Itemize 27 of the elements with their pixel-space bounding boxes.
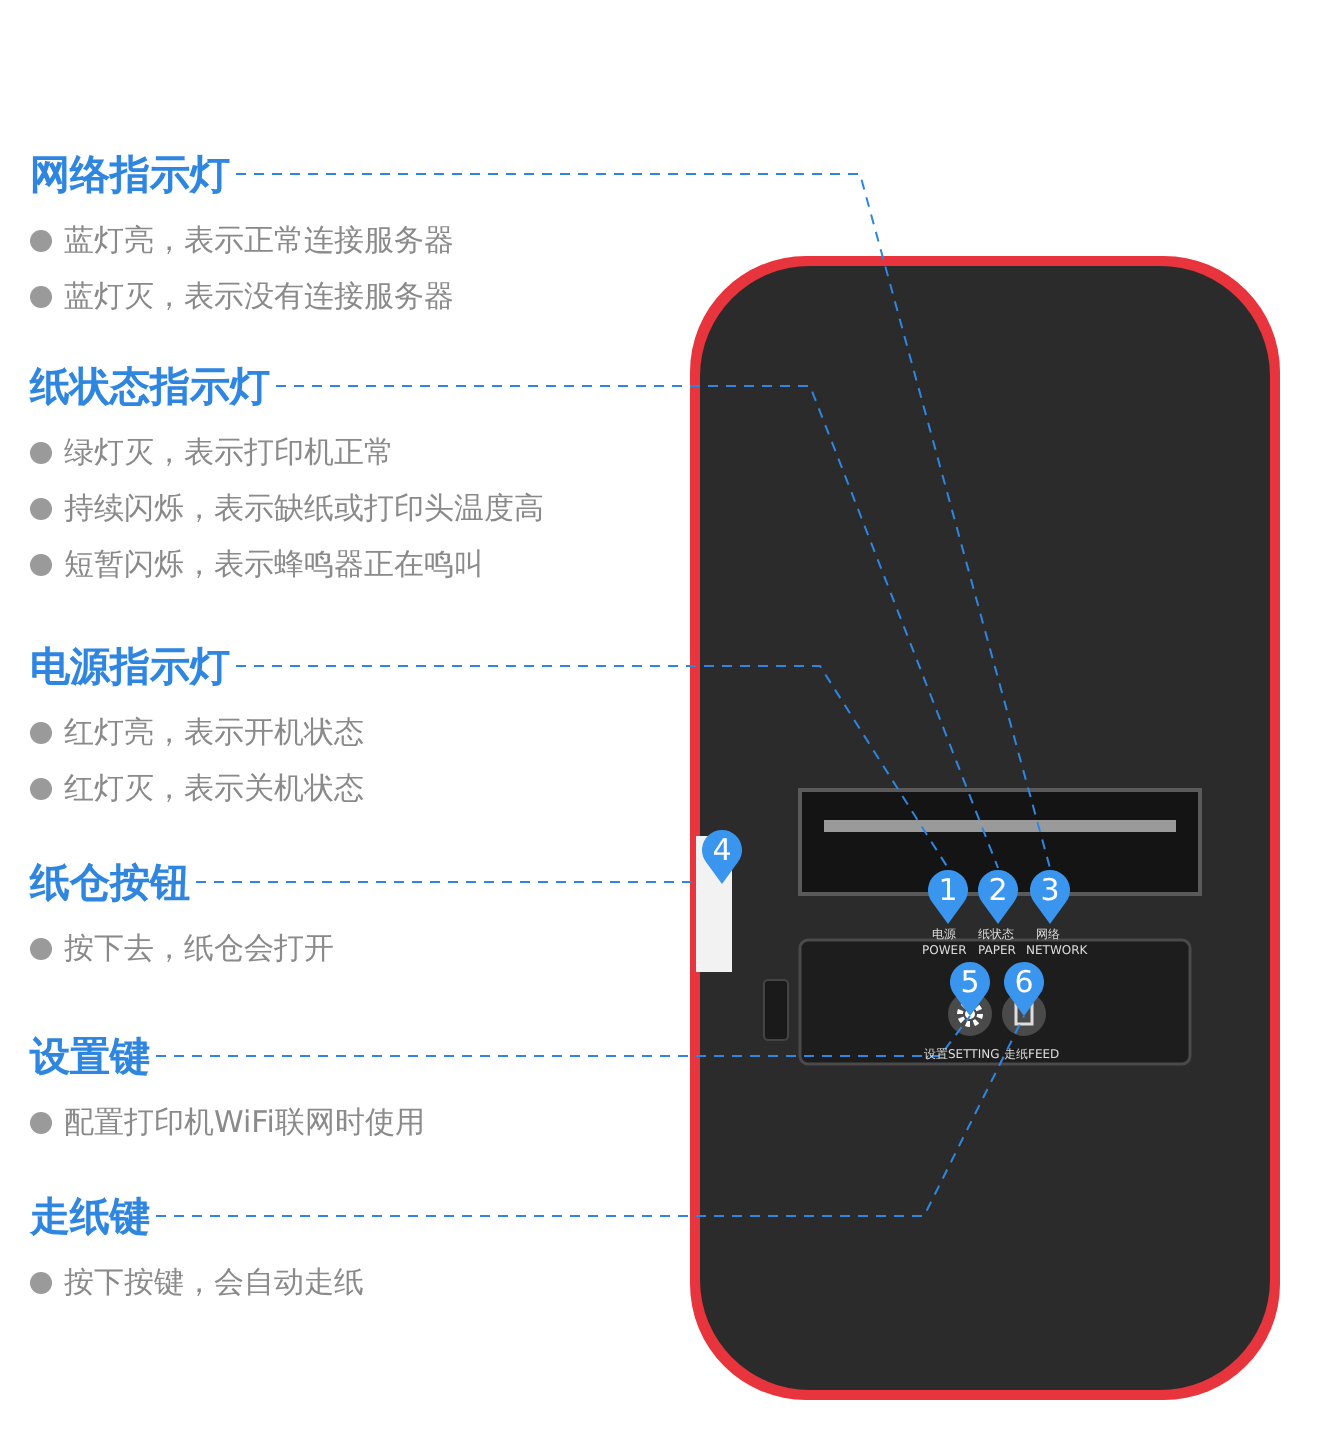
bullet-item: 持续闪烁，表示缺纸或打印头温度高 <box>30 480 544 536</box>
bullet-item: 配置打印机WiFi联网时使用 <box>30 1094 425 1150</box>
bullet-item: 按下按键，会自动走纸 <box>30 1254 364 1310</box>
leader-line <box>155 1015 1025 1217</box>
leader-line <box>235 665 949 869</box>
location-pin: 5 <box>948 960 992 1016</box>
bullet-item: 红灯灭，表示关机状态 <box>30 760 364 816</box>
heading: 纸仓按钮 <box>30 856 190 908</box>
leader-line <box>275 385 999 869</box>
heading: 网络指示灯 <box>30 148 230 200</box>
location-pin: 2 <box>976 868 1020 924</box>
location-pin: 3 <box>1028 868 1072 924</box>
heading: 设置键 <box>30 1030 150 1082</box>
location-pin: 6 <box>1002 960 1046 1016</box>
leader-line <box>235 173 1051 869</box>
bullet-item: 蓝灯亮，表示正常连接服务器 <box>30 212 454 268</box>
bullet-item: 红灯亮，表示开机状态 <box>30 704 364 760</box>
bullet-item: 绿灯灭，表示打印机正常 <box>30 424 394 480</box>
bullet-item: 按下去，纸仓会打开 <box>30 920 334 976</box>
leader-line <box>155 1015 971 1057</box>
bullet-item: 短暂闪烁，表示蜂鸣器正在鸣叫 <box>30 536 484 592</box>
heading: 走纸键 <box>30 1190 150 1242</box>
bullet-item: 蓝灯灭，表示没有连接服务器 <box>30 268 454 324</box>
location-pin: 1 <box>926 868 970 924</box>
heading: 纸状态指示灯 <box>30 360 270 412</box>
location-pin: 4 <box>700 828 744 884</box>
heading: 电源指示灯 <box>30 640 230 692</box>
